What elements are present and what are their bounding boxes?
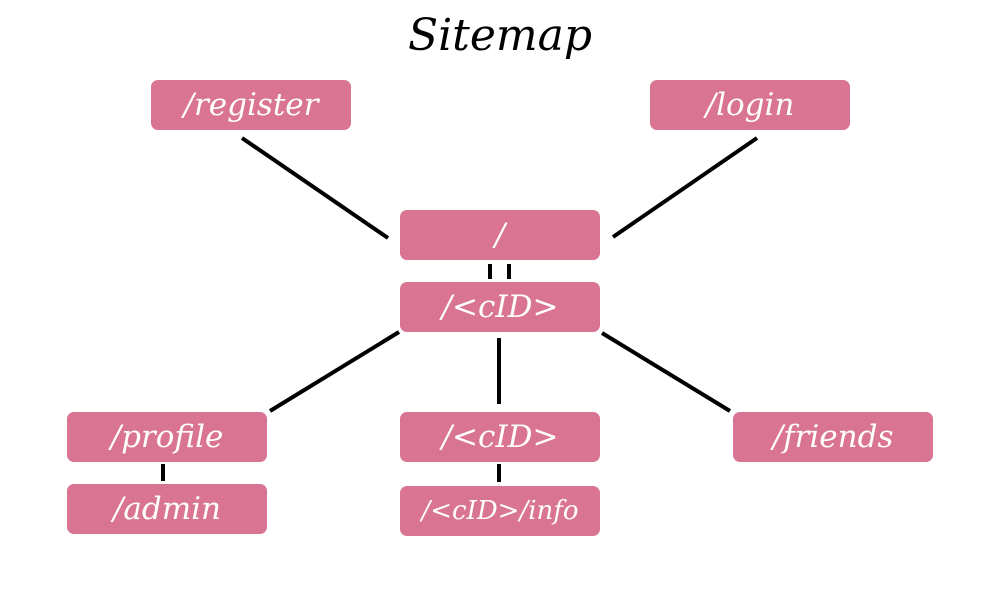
edge-login-root <box>611 136 759 239</box>
node-admin: /admin <box>67 484 267 534</box>
node-register: /register <box>151 80 351 130</box>
diagram-title: Sitemap <box>407 10 593 61</box>
node-login: /login <box>650 80 850 130</box>
edge-cid-profile <box>268 330 401 413</box>
edge-register-root <box>240 136 390 240</box>
node-cid: /<cID> <box>400 282 600 332</box>
edge-cid-friends <box>600 331 732 413</box>
node-profile: /profile <box>67 412 267 462</box>
node-root: / <box>400 210 600 260</box>
node-cid-info: /<cID>/info <box>400 486 600 536</box>
node-cid-child: /<cID> <box>400 412 600 462</box>
node-friends: /friends <box>733 412 933 462</box>
